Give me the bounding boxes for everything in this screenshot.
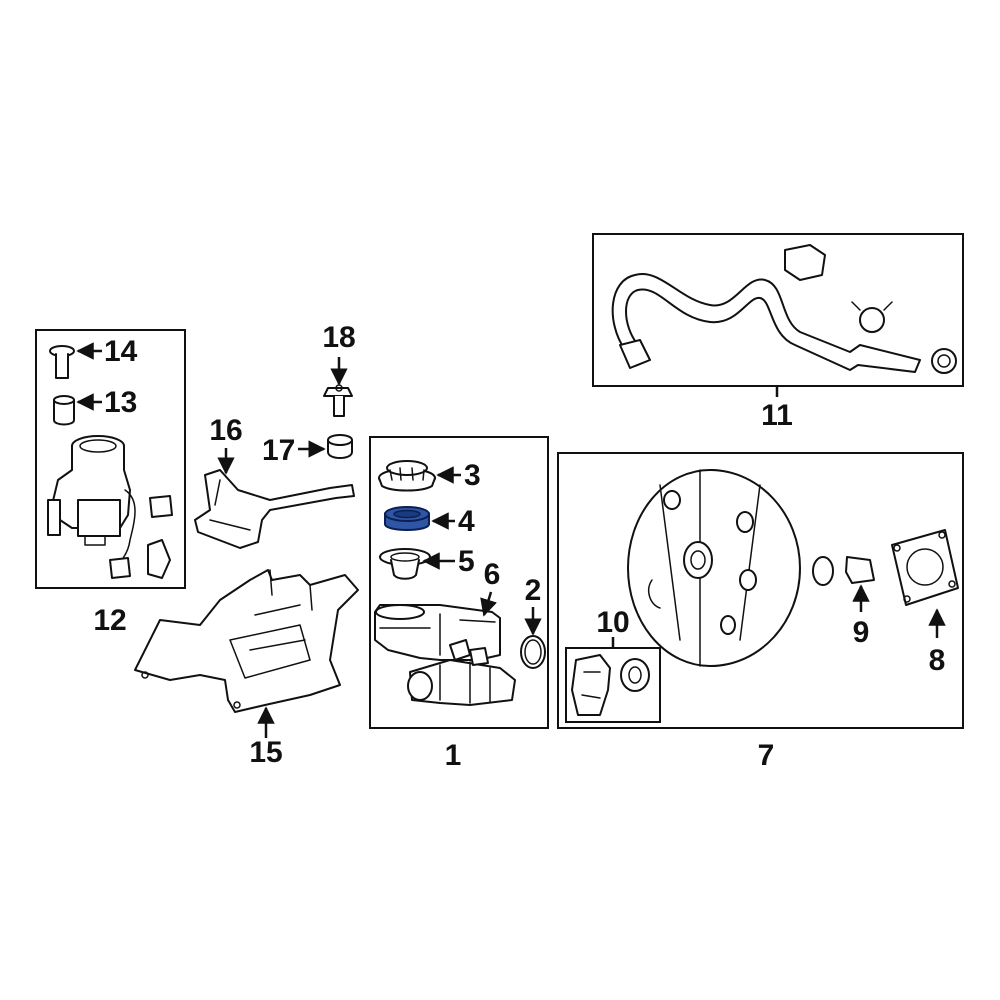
group-box-12 [35,329,186,589]
callout-16: 16 [209,414,242,447]
callout-17: 17 [262,434,295,467]
callout-18: 18 [322,321,355,354]
gasket-8 [891,529,959,606]
callout-13: 13 [104,386,137,419]
callout-15: 15 [249,736,282,769]
callout-12: 12 [93,604,126,637]
callout-8: 8 [929,644,946,677]
callout-6: 6 [484,558,501,591]
brake-booster-7 [627,469,801,667]
callout-9: 9 [853,616,870,649]
callout-arrows [76,342,946,738]
callout-1: 1 [445,739,462,772]
grommet-17 [327,434,353,459]
bolt-14 [49,345,75,379]
clip-9 [812,556,875,586]
group-box-1 [369,436,549,729]
callout-7: 7 [758,739,775,772]
o-ring-2 [520,635,546,669]
callout-11: 11 [761,399,793,432]
support-bracket-15 [134,569,359,713]
callout-10: 10 [596,606,629,639]
bushing-13 [53,395,75,426]
strainer-5 [379,548,431,580]
reservoir-seal-4 [384,506,430,531]
vacuum-hose-assembly [611,244,957,374]
stud-18 [323,384,353,417]
vacuum-pump-assembly [47,435,173,579]
callout-4: 4 [458,505,475,538]
callout-3: 3 [464,459,481,492]
reservoir-cap-3 [378,460,436,492]
group-box-7 [557,452,964,729]
callout-14: 14 [104,335,138,368]
callout-2: 2 [525,574,542,607]
reservoir-6 [374,604,501,661]
bracket-16 [194,469,355,549]
bracket-10 [571,654,650,716]
callout-5: 5 [458,545,475,578]
master-cylinder-body [407,639,516,706]
